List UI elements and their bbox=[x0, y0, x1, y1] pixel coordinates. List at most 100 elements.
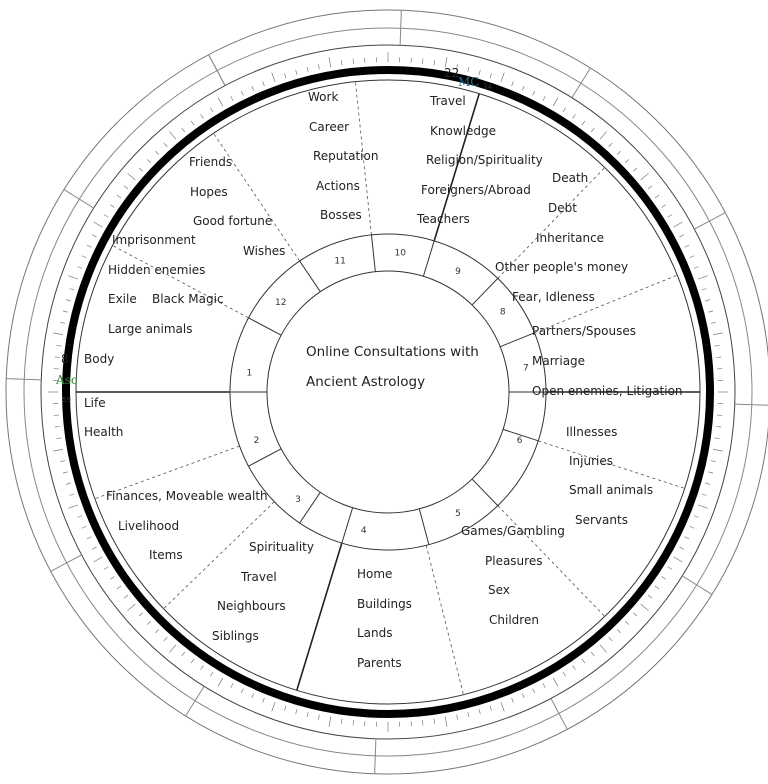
house9-topic: Foreigners/Abroad bbox=[421, 183, 531, 197]
degree-tick bbox=[240, 90, 244, 96]
degree-tick bbox=[673, 556, 683, 563]
degree-tick bbox=[689, 525, 695, 529]
degree-tick bbox=[295, 69, 298, 75]
house8-topic: Fear, Idleness bbox=[512, 290, 595, 304]
outer-ring bbox=[5, 9, 768, 775]
degree-tick bbox=[693, 266, 699, 269]
degree-tick bbox=[56, 437, 62, 439]
degree-tick bbox=[712, 449, 723, 452]
degree-tick bbox=[489, 705, 492, 711]
degree-tick bbox=[654, 194, 660, 199]
house-cusp-line bbox=[112, 245, 249, 319]
asc-minutes: 59 bbox=[62, 396, 71, 404]
house11-topic: Friends bbox=[189, 155, 232, 169]
degree-tick bbox=[200, 114, 204, 119]
degree-tick bbox=[93, 556, 103, 563]
sign-divider bbox=[682, 575, 713, 595]
degree-tick bbox=[69, 288, 75, 291]
house-number-11: 11 bbox=[334, 256, 345, 266]
degree-tick bbox=[542, 683, 546, 688]
house12-topic: Large animals bbox=[108, 322, 193, 336]
center-title-line1: Online Consultations with bbox=[306, 344, 479, 360]
degree-tick bbox=[562, 107, 566, 113]
degree-tick bbox=[146, 159, 151, 163]
house11-topic: Good fortune bbox=[193, 214, 272, 228]
degree-tick bbox=[552, 677, 559, 687]
house-number-4: 4 bbox=[361, 526, 367, 536]
center-circle bbox=[266, 270, 510, 514]
degree-tick bbox=[422, 58, 424, 64]
number-ring-divider bbox=[471, 277, 499, 306]
house-number-12: 12 bbox=[275, 298, 286, 308]
sign-divider bbox=[571, 67, 591, 98]
degree-tick bbox=[163, 637, 168, 642]
degree-tick bbox=[511, 697, 514, 703]
degree-tick bbox=[318, 714, 320, 720]
degree-tick bbox=[647, 185, 653, 190]
house4-topic: Home bbox=[357, 567, 392, 581]
house1-topic: Health bbox=[84, 425, 123, 439]
degree-tick bbox=[716, 356, 722, 358]
degree-tick bbox=[352, 58, 354, 64]
house2-topic: Livelihood bbox=[118, 519, 179, 533]
degree-tick bbox=[590, 651, 595, 657]
house-cusp-line bbox=[163, 501, 275, 610]
degree-tick bbox=[138, 167, 143, 172]
degree-tick bbox=[86, 536, 92, 540]
degree-tick bbox=[433, 60, 435, 66]
mc-cusp-line bbox=[433, 93, 480, 242]
degree-tick bbox=[467, 66, 470, 72]
house-number-9: 9 bbox=[455, 267, 461, 277]
sign-divider bbox=[694, 212, 726, 230]
degree-tick bbox=[647, 594, 653, 599]
degree-tick bbox=[552, 97, 559, 107]
number-ring-divider bbox=[299, 260, 321, 292]
degree-tick bbox=[163, 142, 168, 147]
degree-tick bbox=[295, 709, 298, 715]
degree-tick bbox=[77, 515, 83, 518]
house6-topic: Illnesses bbox=[566, 425, 617, 439]
degree-tick bbox=[456, 714, 458, 720]
degree-tick bbox=[155, 150, 159, 155]
degree-tick bbox=[81, 255, 87, 259]
number-ring-divider bbox=[299, 492, 321, 524]
degree-tick bbox=[673, 221, 683, 228]
degree-tick bbox=[318, 64, 320, 70]
house5-topic: Children bbox=[489, 613, 539, 627]
house7-topic: Marriage bbox=[532, 354, 585, 368]
degree-tick bbox=[667, 566, 673, 570]
house3-topic: Neighbours bbox=[217, 599, 286, 613]
degree-tick bbox=[127, 173, 136, 181]
degree-tick bbox=[56, 345, 62, 347]
degree-tick bbox=[640, 603, 649, 611]
degree-tick bbox=[200, 665, 204, 670]
degree-tick bbox=[116, 194, 122, 199]
house8-topic: Debt bbox=[548, 201, 577, 215]
degree-tick bbox=[500, 72, 505, 83]
number-ring-divider bbox=[370, 234, 376, 272]
degree-tick bbox=[445, 716, 448, 727]
degree-tick bbox=[284, 73, 287, 79]
house8-topic: Other people's money bbox=[495, 260, 628, 274]
house2-topic: Finances, Moveable wealth bbox=[106, 489, 268, 503]
degree-tick bbox=[705, 482, 711, 485]
degree-tick bbox=[708, 471, 714, 474]
asc-degree: 8 bbox=[61, 352, 69, 366]
house-cusp-line bbox=[425, 545, 464, 695]
house12-topic: Hidden enemies bbox=[108, 263, 205, 277]
house9-topic: Travel bbox=[429, 94, 466, 108]
sign-divider bbox=[50, 554, 82, 572]
asc-label: Asc bbox=[55, 373, 78, 387]
house-cusp-line bbox=[213, 133, 300, 262]
degree-tick bbox=[701, 288, 707, 291]
degree-tick bbox=[705, 299, 711, 302]
degree-tick bbox=[684, 536, 690, 540]
house12-topic: Exile bbox=[108, 292, 137, 306]
degree-tick bbox=[562, 671, 566, 677]
degree-tick bbox=[262, 81, 265, 87]
house5-topic: Sex bbox=[488, 583, 510, 597]
degree-tick bbox=[65, 299, 71, 302]
degree-tick bbox=[654, 585, 660, 590]
